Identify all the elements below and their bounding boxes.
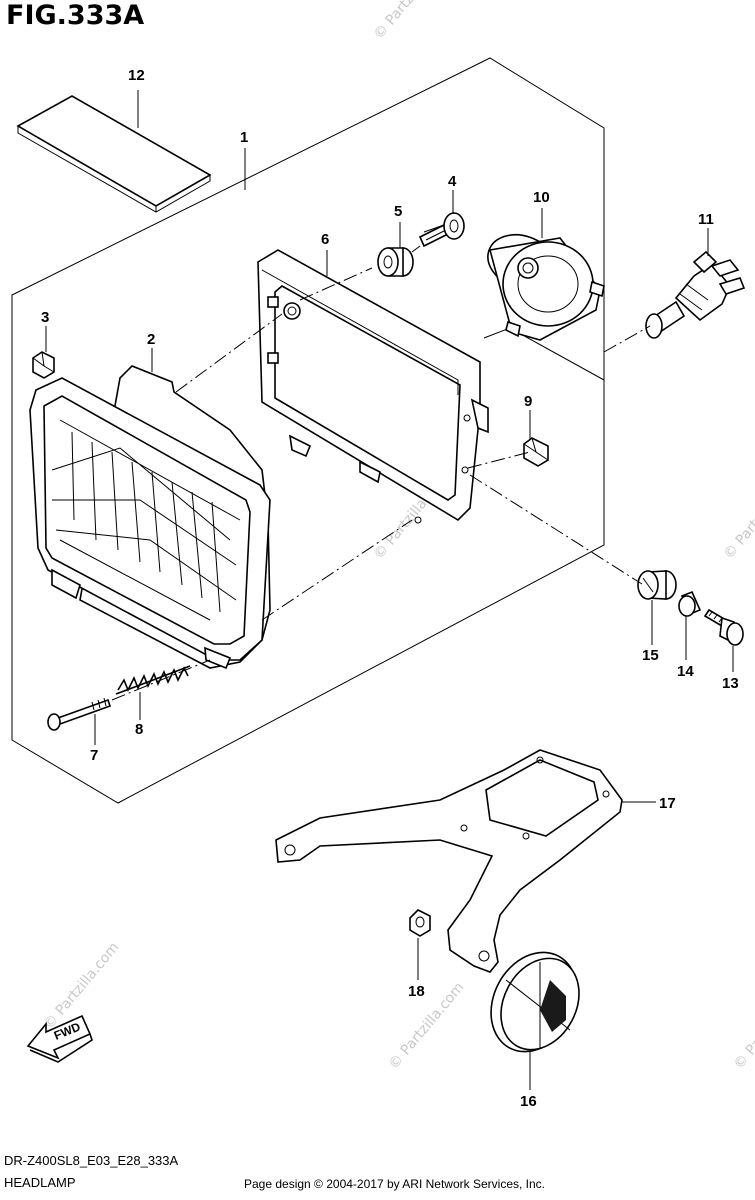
callout-15[interactable]: 15 [642,647,659,664]
part-2-headlamp-unit [29,365,271,670]
callout-labels: 12 1 4 5 6 10 11 3 2 9 15 14 13 7 8 17 1… [41,67,739,1110]
part-12-label-sheet [16,95,212,213]
part-9-nut [523,437,549,467]
callout-18[interactable]: 18 [408,983,425,1000]
watermark: © Partzilla.com [731,980,755,1073]
callout-7[interactable]: 7 [90,747,98,764]
callout-6[interactable]: 6 [321,231,329,248]
callout-17[interactable]: 17 [659,795,676,812]
callout-5[interactable]: 5 [394,203,402,220]
part-10-socket-cover [487,233,605,341]
part-6-housing-frame [257,249,489,524]
callout-1[interactable]: 1 [240,129,248,146]
callout-4[interactable]: 4 [448,173,457,190]
copyright-notice: Page design © 2004-2017 by ARI Network S… [244,1177,546,1191]
watermark: © Partzilla.com [386,980,468,1073]
part-17-bracket [275,749,623,973]
callout-16[interactable]: 16 [520,1093,537,1110]
model-code: DR-Z400SL8_E03_E28_333A [4,1153,179,1168]
part-4-adjust-screw [418,212,465,248]
callout-3[interactable]: 3 [41,309,49,326]
part-13-bolt [703,608,744,646]
callout-12[interactable]: 12 [128,67,145,84]
callout-10[interactable]: 10 [533,189,550,206]
part-15-grommet [637,570,677,600]
part-7-screw [47,697,112,731]
watermark: © Partzilla.com [371,0,453,43]
leader-lines [45,90,734,1090]
figure-title: FIG.333A [6,0,145,31]
part-8-spring [115,665,191,695]
part-11-bulb [645,250,746,339]
callout-14[interactable]: 14 [677,663,694,680]
callout-8[interactable]: 8 [135,721,143,738]
callout-11[interactable]: 11 [698,211,714,228]
callout-13[interactable]: 13 [722,675,739,692]
part-18-nut [409,909,431,937]
assembly-lines [111,245,651,701]
callout-2[interactable]: 2 [147,331,155,348]
watermark: © Partzilla.com [721,470,755,563]
part-16-reflector [490,951,580,1053]
part-14-collar [678,590,702,617]
part-5-grommet [377,247,414,277]
callout-9[interactable]: 9 [524,393,532,410]
fwd-arrow[interactable]: FWD [26,1014,93,1063]
part-3-clip-nut [32,351,55,379]
section-name: HEADLAMP [4,1175,76,1190]
